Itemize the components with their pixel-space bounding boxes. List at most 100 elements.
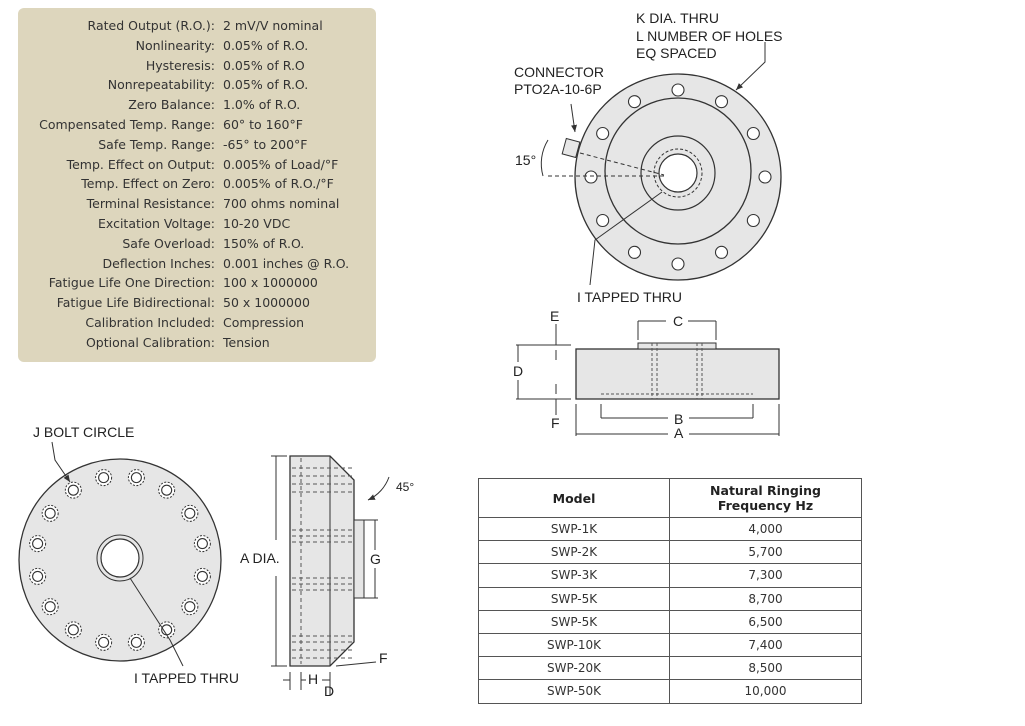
spec-label: Terminal Resistance:	[86, 196, 215, 212]
model-cell: SWP-10K	[478, 632, 670, 658]
spec-value: 0.05% of R.O.	[223, 37, 309, 53]
bolt-hole-inner	[32, 570, 44, 582]
spec-value: 2 mV/V nominal	[223, 18, 323, 33]
bolt-hole-inner	[98, 472, 110, 484]
spec-value: 50 x 1000000	[223, 295, 310, 311]
bolt-circle-view-drawing: J BOLT CIRCLE I TAPPED THRU	[18, 424, 239, 686]
spec-value: 0.005% of Load/°F	[223, 156, 339, 172]
spec-value: 0.05% of R.O.	[223, 77, 309, 93]
spec-label: Hysteresis:	[145, 57, 215, 73]
spec-label: Zero Balance:	[128, 97, 215, 113]
a-dia-label: A DIA.	[240, 550, 280, 566]
frequency-cell: 6,500	[669, 609, 862, 634]
flange-hole	[746, 213, 760, 228]
model-cell: SWP-20K	[478, 656, 670, 681]
bolt-hole-inner	[196, 538, 208, 550]
bolt-hole-inner	[161, 484, 173, 496]
side-b-label: B	[674, 411, 683, 427]
bolt-hole-inner	[44, 601, 56, 613]
model-cell: SWP-5K	[478, 609, 670, 634]
top-view-drawing: K DIA. THRU L NUMBER OF HOLES EQ SPACED …	[514, 10, 783, 305]
section-f-label: F	[379, 650, 388, 666]
spec-row: Nonrepeatability: 0.05% of R.O.	[18, 75, 376, 95]
flange-hole	[714, 95, 729, 109]
bolt-hole-inner	[67, 484, 79, 496]
spec-label: Fatigue Life One Direction:	[48, 275, 215, 291]
spec-value: 0.05% of R.O	[223, 57, 305, 73]
side-view-drawing: C E D F B A	[513, 308, 780, 441]
spec-label: Nonlinearity:	[135, 37, 215, 53]
section-d-label: D	[324, 683, 334, 699]
bolt-hole-inner	[196, 570, 208, 582]
spec-value: Compression	[223, 315, 305, 330]
spec-row: Hysteresis: 0.05% of R.O	[18, 56, 376, 76]
spec-row: Fatigue Life One Direction: 100 x 1000000	[18, 273, 376, 293]
spec-label: Safe Temp. Range:	[98, 136, 215, 152]
bolt-hole-inner	[32, 538, 44, 550]
spec-row: Safe Temp. Range:-65° to 200°F	[18, 135, 376, 155]
spec-label: Deflection Inches:	[102, 255, 216, 271]
spec-label: Calibration Included:	[85, 315, 215, 330]
spec-label: Safe Overload:	[122, 235, 215, 251]
spec-row: Calibration Included: Compression	[18, 313, 376, 333]
spec-value: 700 ohms nominal	[223, 196, 340, 212]
angle-15-label: 15°	[515, 152, 536, 168]
spec-label: Compensated Temp. Range:	[39, 117, 215, 132]
spec-label: Fatigue Life Bidirectional:	[56, 295, 215, 311]
spec-value: 1.0% of R.O.	[223, 97, 301, 113]
bolt-hole-inner	[130, 636, 142, 648]
angle-45-label: 45°	[396, 480, 414, 494]
model-cell: SWP-1K	[478, 516, 670, 542]
bolt-hole-inner	[184, 507, 196, 519]
section-view-drawing: A DIA. G 45° F H D	[240, 455, 414, 699]
side-a-label: A	[674, 425, 684, 441]
frequency-cell: 4,000	[669, 516, 862, 542]
top-tapped-label: I TAPPED THRU	[577, 289, 682, 305]
bolt-hole-inner	[130, 472, 142, 484]
bolt-hole-inner	[67, 624, 79, 636]
flange-hole	[671, 83, 685, 97]
spec-row: Fatigue Life Bidirectional: 50 x 1000000	[18, 293, 376, 313]
connector-part-label: PTO2A-10-6P	[514, 81, 602, 97]
spec-label: Nonrepeatability:	[107, 77, 215, 93]
spec-value: 100 x 1000000	[223, 275, 318, 291]
bolt-hole-inner	[44, 507, 56, 519]
spec-label: Temp. Effect on Zero:	[81, 176, 215, 192]
spec-row: Temp. Effect on Zero:0.005% of R.O./°F	[18, 174, 376, 194]
spec-row: Temp. Effect on Output: 0.005% of Load/°F	[18, 155, 376, 175]
model-column-header: Model	[478, 478, 670, 518]
spec-value: 60° to 160°F	[223, 117, 303, 132]
flange-hole	[627, 245, 642, 259]
spec-label: Rated Output (R.O.):	[87, 18, 215, 33]
spec-row: Deflection Inches: 0.001 inches @ R.O.	[18, 254, 376, 274]
flange-hole	[596, 213, 610, 228]
spec-label: Temp. Effect on Output:	[66, 156, 215, 172]
flange-holes	[584, 83, 772, 271]
model-cell: SWP-50K	[478, 679, 670, 704]
frequency-cell: 7,300	[669, 563, 862, 588]
spec-label: Optional Calibration:	[85, 334, 215, 350]
flange-hole	[627, 95, 642, 109]
flange-hole	[584, 170, 598, 184]
flange-hole	[596, 126, 610, 141]
frequency-cell: 8,500	[669, 656, 862, 681]
j-bolt-circle-label: J BOLT CIRCLE	[33, 424, 134, 440]
spec-row: Compensated Temp. Range: 60° to 160°F	[18, 115, 376, 135]
h-label: H	[308, 671, 318, 687]
model-cell: SWP-3K	[478, 563, 670, 588]
spec-row: Terminal Resistance: 700 ohms nominal	[18, 194, 376, 214]
flange-hole	[671, 257, 685, 271]
connector-shape	[561, 137, 581, 159]
spec-value: 0.001 inches @ R.O.	[223, 255, 350, 271]
frequency-cell: 10,000	[669, 679, 862, 704]
